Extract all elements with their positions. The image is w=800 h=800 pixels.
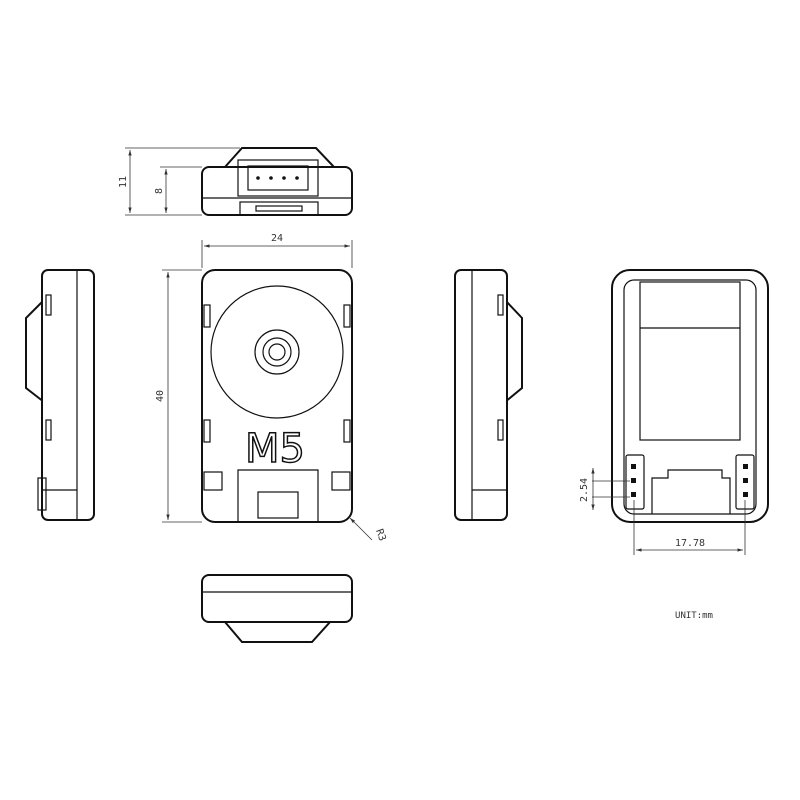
dim-length: 40	[155, 390, 166, 402]
front-view: M5 24 40 R3	[155, 233, 388, 543]
back-view: 2.54 17.78	[579, 269, 769, 555]
dim-body-height: 8	[154, 188, 165, 194]
dim-pin-spacing: 17.78	[675, 538, 705, 549]
bottom-view	[201, 574, 353, 643]
left-side-view	[25, 269, 95, 521]
dim-corner-radius: R3	[373, 528, 387, 543]
button-circle	[210, 285, 344, 419]
right-side-view	[454, 269, 523, 521]
dim-overall-height: 11	[118, 176, 129, 188]
top-view: 11 8	[118, 147, 353, 216]
unit-label: UNIT:mm	[675, 611, 713, 621]
dim-pin-pitch: 2.54	[579, 478, 590, 502]
dim-width: 24	[271, 233, 283, 244]
m5-logo: M5	[245, 426, 305, 472]
